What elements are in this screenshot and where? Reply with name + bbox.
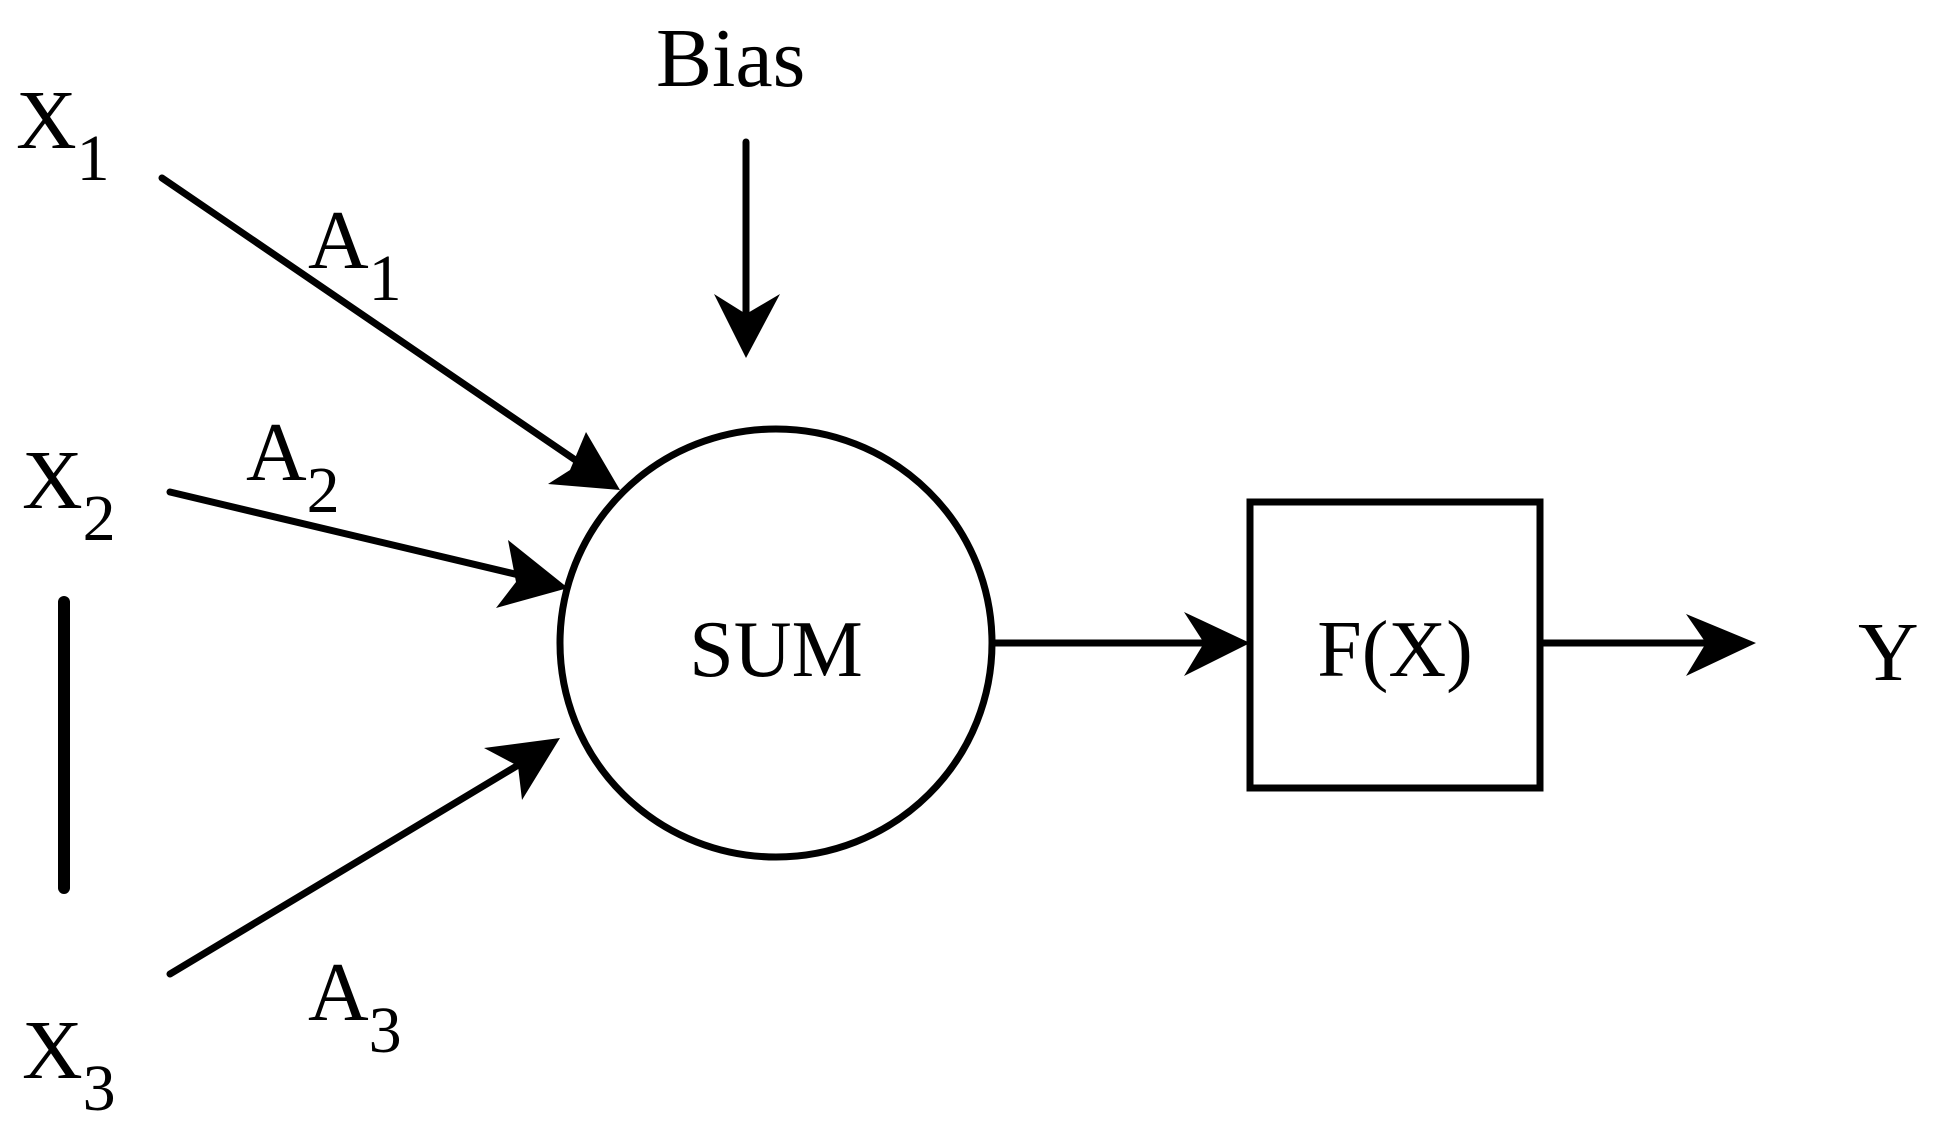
arrow-x1-line (158, 174, 594, 474)
weight-a2-label: A2 (246, 406, 340, 527)
input-x2-label: X2 (22, 434, 116, 555)
input-x1-label: X1 (16, 74, 110, 195)
output-label: Y (1858, 606, 1919, 699)
arrow-output-head (1686, 614, 1756, 676)
weight-a1-label: A1 (308, 194, 402, 315)
arrow-x1-head (548, 432, 620, 490)
bias-arrow-head (714, 294, 780, 358)
arrow-sum-to-function-head (1184, 612, 1250, 676)
arrow-x2-head (496, 540, 568, 608)
arrow-x2-line (166, 488, 544, 584)
function-box-label: F(X) (1317, 606, 1473, 694)
sum-node-label: SUM (689, 606, 862, 694)
weight-a3-label: A3 (308, 946, 402, 1067)
bias-label: Bias (656, 12, 805, 105)
input-x3-label: X3 (22, 1004, 116, 1125)
arrow-x3-head (484, 738, 560, 800)
arrow-x3-line (166, 754, 534, 978)
